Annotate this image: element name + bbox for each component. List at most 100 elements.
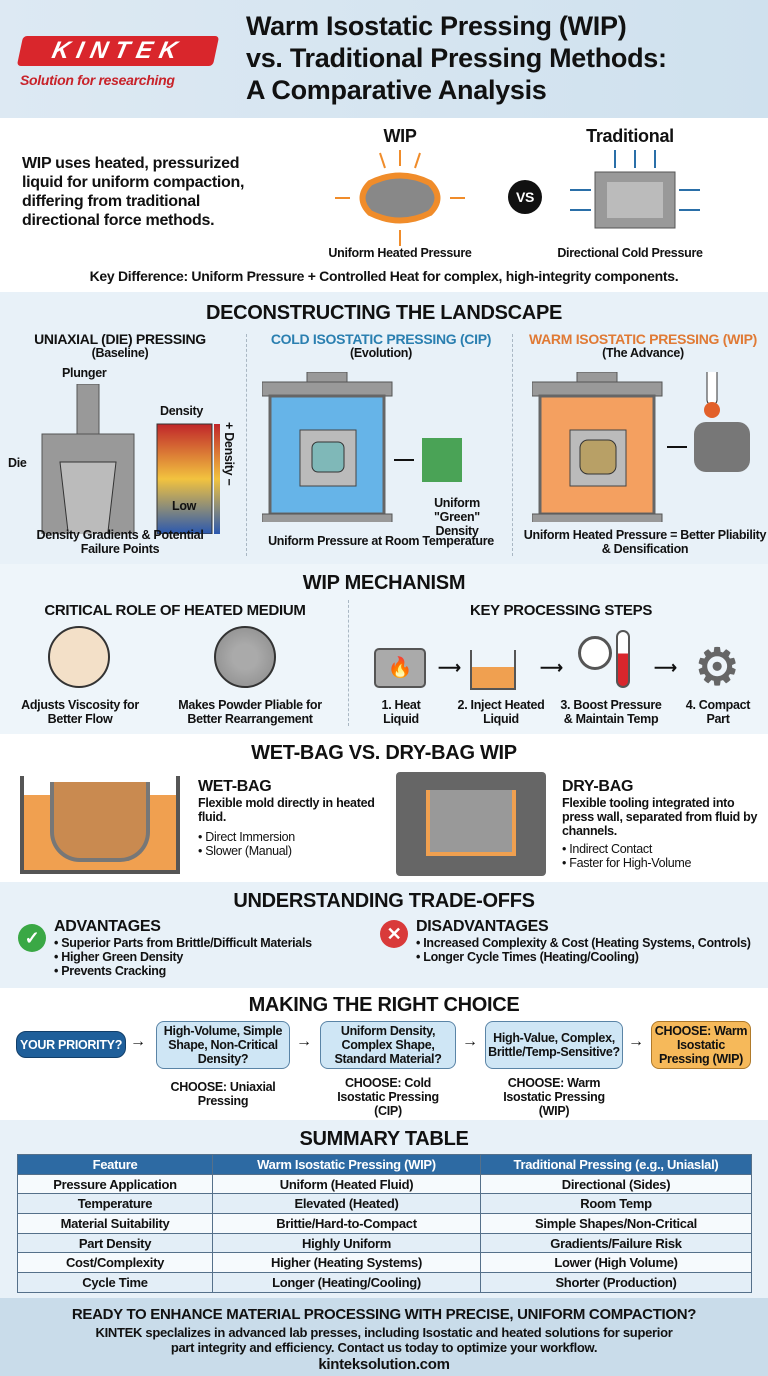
traditional-die-icon <box>570 150 700 229</box>
section-title: WET-BAG VS. DRY-BAG WIP <box>251 742 517 764</box>
cell: Cycle Time <box>17 1272 213 1293</box>
tradeoffs-section: UNDERSTANDING TRADE-OFFS ✓ ADVANTAGES • … <box>0 882 768 988</box>
traditional-label: Traditional <box>586 126 674 146</box>
bullet: • Higher Green Density <box>54 950 184 964</box>
cell: Brittie/Hard-to-Compact <box>212 1213 481 1234</box>
wet-bag-info: WET-BAG Flexible mold directly in heated… <box>198 778 378 858</box>
cip-caption: Uniform Pressure at Room Temperature <box>268 534 494 548</box>
cell: Shorter (Production) <box>480 1272 752 1293</box>
cell: Pressure Application <box>17 1173 213 1195</box>
bullet: • Longer Cycle Times (Heating/Cooling) <box>416 950 639 964</box>
step-item: 1. Heat Liquid <box>381 698 421 726</box>
section-title: WIP MECHANISM <box>302 572 466 594</box>
cip-title: COLD ISOSTATIC PRESSING (CIP)(Evolution) <box>270 331 492 360</box>
wet-dry-bag-section: WET-BAG VS. DRY-BAG WIP WET-BAG Flexible… <box>0 734 768 882</box>
wip-caption: Uniform Heated Pressure = Better Pliabil… <box>523 528 767 556</box>
low-label: Low <box>172 499 197 513</box>
cip-vessel-diagram <box>262 372 462 522</box>
priority-start: YOUR PRIORITY? <box>16 1031 126 1058</box>
bullet: • Direct Immersion <box>198 830 295 844</box>
traditional-caption: Directional Cold Pressure <box>557 246 703 260</box>
bullet: • Slower (Manual) <box>198 844 292 858</box>
heated-medium-title: CRITICAL ROLE OF HEATED MEDIUM <box>44 602 306 619</box>
cell: Elevated (Heated) <box>212 1193 481 1215</box>
uniaxial-title: UNIAXIAL (DIE) PRESSING(Baseline) <box>34 331 206 360</box>
wip-caption: Uniform Heated Pressure <box>328 246 472 260</box>
wip-label: WIP <box>383 126 417 146</box>
outcome: CHOOSE: Cold Isostatic Pressing (CIP) <box>337 1076 439 1118</box>
landscape-section: DECONSTRUCTING THE LANDSCAPE UNIAXIAL (D… <box>0 292 768 564</box>
wip-heated-part-icon <box>335 150 465 246</box>
title-line: A Comparative Analysis <box>246 75 547 105</box>
cell: Lower (High Volume) <box>480 1252 752 1274</box>
cell: Simple Shapes/Non-Critical <box>480 1213 752 1234</box>
question-box: High-Value, Complex, Brittle/Temp-Sensit… <box>485 1021 623 1069</box>
website-link[interactable]: kinteksolution.com <box>318 1356 450 1373</box>
bullet: • Faster for High-Volume <box>562 856 692 870</box>
check-icon: ✓ <box>18 924 46 952</box>
vs-badge: VS <box>508 180 542 214</box>
question-box: Uniform Density, Complex Shape, Standard… <box>320 1021 456 1069</box>
cell: Temperature <box>17 1193 213 1215</box>
wet-bag-diagram <box>20 776 180 874</box>
effect-item: Adjusts Viscosity for Better Flow <box>21 698 139 726</box>
section-title: SUMMARY TABLE <box>299 1128 469 1150</box>
wet-bag-title: WET-BAG <box>198 778 272 795</box>
section-title: UNDERSTANDING TRADE-OFFS <box>233 890 535 912</box>
disadvantages: DISADVANTAGES • Increased Complexity & C… <box>416 918 751 964</box>
cell: Part Density <box>17 1232 213 1254</box>
final-choice-box: CHOOSE: Warm Isostatic Pressing (WIP) <box>651 1021 751 1069</box>
column-header: Feature <box>17 1154 213 1175</box>
advantages: ADVANTAGES • Superior Parts from Brittle… <box>54 918 312 978</box>
title-line: vs. Traditional Pressing Methods: <box>246 43 667 73</box>
plunger-label: Plunger <box>62 366 107 380</box>
kintek-logo[interactable]: KINTEK <box>16 36 220 66</box>
dry-bag-info: DRY-BAG Flexible tooling integrated into… <box>562 778 762 870</box>
bullet: • Superior Parts from Brittle/Difficult … <box>54 936 312 950</box>
dry-bag-desc: Flexible tooling integrated into press w… <box>562 796 758 838</box>
gear-icon: ⚙ <box>694 639 740 695</box>
outcome: CHOOSE: Warm Isostatic Pressing (WIP) <box>503 1076 605 1118</box>
page-title: Warm Isostatic Pressing (WIP) vs. Tradit… <box>246 10 667 106</box>
die-label: Die <box>8 456 27 470</box>
intro-summary: WIP uses heated, pressurized liquid for … <box>22 155 245 229</box>
column-header: Traditional Pressing (e.g., Uniaslal) <box>480 1154 752 1175</box>
steps-title: KEY PROCESSING STEPS <box>469 602 653 619</box>
wet-bag-desc: Flexible mold directly in heated fluid. <box>198 796 375 824</box>
cta-headline: READY TO ENHANCE MATERIAL PROCESSING WIT… <box>71 1306 697 1323</box>
bullet: • Increased Complexity & Cost (Heating S… <box>416 936 751 950</box>
wip-title: WARM ISOSTATIC PRESSING (WIP)(The Advanc… <box>528 331 757 360</box>
step-item: 3. Boost Pressure & Maintain Temp <box>560 698 662 726</box>
section-title: DECONSTRUCTING THE LANDSCAPE <box>205 302 563 324</box>
cell: Highly Uniform <box>212 1232 481 1254</box>
effect-item: Makes Powder Pliable for Better Rearrang… <box>178 698 322 726</box>
viscosity-icon <box>48 626 110 688</box>
cip-result-label: Uniform "Green" Density <box>434 496 480 538</box>
x-icon: ✕ <box>380 920 408 948</box>
cell: Gradients/Failure Risk <box>480 1232 752 1254</box>
dry-bag-diagram <box>396 772 546 876</box>
bullet: • Prevents Cracking <box>54 964 166 978</box>
cta-body: KINTEK speclalizes in advanced lab press… <box>95 1325 673 1355</box>
intro-section: WIP uses heated, pressurized liquid for … <box>0 118 768 292</box>
uniaxial-die-diagram <box>41 384 220 534</box>
section-title: MAKING THE RIGHT CHOICE <box>248 994 520 1016</box>
thermometer-icon <box>616 630 630 688</box>
choice-section: MAKING THE RIGHT CHOICE YOUR PRIORITY? →… <box>0 988 768 1120</box>
step-item: 4. Compact Part <box>685 698 751 726</box>
logo-tagline: Solution for researching <box>20 72 175 88</box>
header: KINTEK Solution for researching Warm Iso… <box>0 0 768 118</box>
mechanism-section: WIP MECHANISM CRITICAL ROLE OF HEATED ME… <box>0 564 768 734</box>
disadvantages-title: DISADVANTAGES <box>416 918 549 935</box>
cell: Uniform (Heated Fluid) <box>212 1173 481 1195</box>
cell: Cost/Complexity <box>17 1252 213 1274</box>
uniaxial-caption: Density Gradients & Potential Failure Po… <box>36 528 204 556</box>
